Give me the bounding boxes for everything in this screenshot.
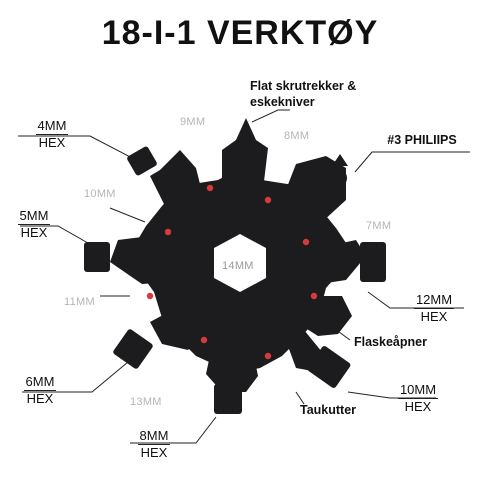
callout-hex-5mm: 5MM HEX [17,208,51,240]
callout-hex-8mm: 8MM HEX [137,428,171,460]
callout-hex-4mm: 4MM HEX [35,118,69,150]
size-label-9mm: 9MM [180,116,206,128]
callout-phillips: #3 PHILIIPS [387,133,457,147]
snowflake-tool [84,118,386,414]
callout-bottle-opener: Flaskeåpner [354,335,427,349]
callout-hex-10mm: 10MM HEX [397,382,439,414]
callout-flat-screwdriver: Flat skrutrekker & eskekniver [250,79,357,109]
size-dots [146,184,318,360]
callout-hex-6mm: 6MM HEX [23,374,57,406]
callout-hex-12mm: 12MM HEX [413,292,455,324]
size-label-11mm: 11MM [64,296,95,308]
size-label-14mm: 14MM [222,260,254,272]
size-label-8mm: 8MM [284,130,310,142]
size-label-10mm: 10MM [84,188,116,200]
page-title: 18-I-1 VERKTØY [101,14,379,52]
size-label-13mm: 13MM [130,396,162,408]
size-label-7mm: 7MM [366,220,392,232]
center-hex-cutout [214,234,266,292]
callout-rope-cutter: Taukutter [300,403,357,417]
